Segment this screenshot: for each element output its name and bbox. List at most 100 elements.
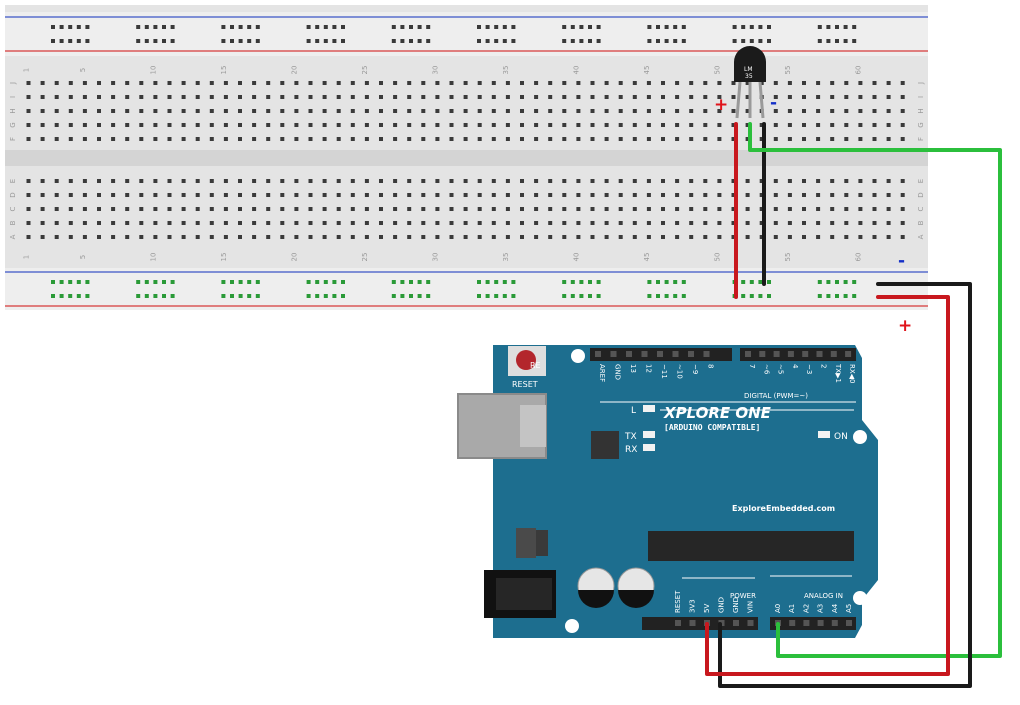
breadboard-hole — [830, 193, 835, 197]
bottom-power-rail — [5, 268, 928, 310]
breadboard-hole — [590, 95, 595, 99]
breadboard-hole — [97, 221, 101, 225]
breadboard-hole — [97, 81, 101, 85]
analog-pin-label: A1 — [788, 604, 796, 613]
breadboard-hole — [675, 207, 680, 211]
breadboard-hole — [477, 95, 482, 99]
breadboard-hole — [167, 109, 172, 113]
rail-hole — [741, 280, 746, 284]
breadboard-hole — [68, 95, 73, 99]
rail-hole — [741, 25, 746, 29]
breadboard-hole — [350, 123, 355, 127]
breadboard-hole — [167, 207, 172, 211]
breadboard-hole — [491, 81, 496, 85]
breadboard-hole — [393, 123, 398, 127]
breadboard-hole — [534, 235, 539, 239]
breadboard-hole — [491, 221, 496, 225]
breadboard-hole — [816, 207, 821, 211]
breadboard-hole — [491, 137, 496, 141]
column-number: 35 — [502, 66, 510, 75]
breadboard-hole — [548, 95, 553, 99]
rail-hole — [315, 25, 320, 29]
breadboard-hole — [379, 81, 383, 85]
rail-hole — [570, 280, 575, 284]
breadboard-hole — [773, 193, 778, 197]
breadboard-hole — [153, 137, 158, 141]
breadboard-hole — [646, 123, 651, 127]
breadboard-hole — [759, 207, 764, 211]
row-letter: B — [917, 220, 925, 225]
breadboard-hole — [379, 193, 383, 197]
breadboard-hole — [632, 137, 637, 141]
breadboard-hole — [675, 235, 680, 239]
breadboard-hole — [858, 207, 863, 211]
breadboard-hole — [209, 221, 214, 225]
rail-hole — [315, 294, 320, 298]
rail-hole — [85, 294, 90, 298]
mounting-hole — [571, 349, 585, 363]
breadboard-hole — [675, 109, 680, 113]
rail-hole — [681, 39, 686, 43]
power-pin-label: VIN — [747, 601, 755, 613]
rail-hole — [562, 25, 567, 29]
rail-hole — [673, 280, 678, 284]
breadboard-hole — [407, 95, 412, 99]
breadboard-hole — [82, 235, 87, 239]
rail-hole — [485, 280, 490, 284]
breadboard-hole — [54, 207, 59, 211]
rail-minus-marker: - — [898, 251, 905, 271]
rail-hole — [647, 39, 652, 43]
breadboard-hole — [266, 95, 271, 99]
breadboard-hole — [787, 109, 792, 113]
rail-hole — [579, 294, 584, 298]
column-number: 10 — [149, 66, 157, 75]
power-pin-hole — [689, 620, 696, 626]
breadboard-hole — [26, 123, 31, 127]
breadboard-hole — [223, 193, 228, 197]
power-pin-label: RESET — [674, 590, 682, 613]
breadboard-hole — [787, 95, 792, 99]
breadboard-hole — [82, 137, 87, 141]
row-letter: I — [917, 96, 925, 98]
breadboard-hole — [576, 193, 581, 197]
breadboard-hole — [816, 179, 821, 183]
rail-hole — [238, 25, 243, 29]
rail-hole — [323, 25, 328, 29]
breadboard-hole — [703, 221, 708, 225]
breadboard-hole — [167, 179, 172, 183]
rail-hole — [332, 25, 337, 29]
breadboard-hole — [872, 137, 877, 141]
rail-hole — [477, 25, 481, 29]
column-number: 40 — [572, 66, 580, 75]
rail-hole — [247, 280, 252, 284]
breadboard-hole — [548, 123, 553, 127]
breadboard-hole — [266, 207, 271, 211]
breadboard-hole — [26, 193, 31, 197]
breadboard-hole — [82, 221, 87, 225]
breadboard-hole — [661, 193, 665, 197]
breadboard-hole — [632, 179, 637, 183]
breadboard-hole — [590, 123, 595, 127]
breadboard-hole — [576, 81, 581, 85]
breadboard-hole — [858, 123, 863, 127]
rail-hole — [144, 39, 149, 43]
breadboard-hole — [139, 137, 144, 141]
reset-button[interactable] — [516, 350, 536, 370]
reset-label: RESET — [512, 380, 538, 389]
breadboard-hole — [308, 137, 313, 141]
breadboard-hole — [520, 221, 524, 225]
breadboard-hole — [886, 193, 891, 197]
rail-hole — [391, 39, 396, 43]
breadboard-hole — [449, 137, 454, 141]
breadboard-hole — [632, 235, 637, 239]
breadboard-hole — [491, 123, 496, 127]
breadboard-hole — [421, 221, 426, 225]
wire-rail-gnd — [718, 282, 972, 688]
breadboard-hole — [731, 207, 736, 211]
column-number: 15 — [220, 66, 228, 75]
breadboard-hole — [54, 221, 59, 225]
rail-hole — [767, 39, 771, 43]
breadboard-hole — [618, 221, 623, 225]
breadboard-hole — [618, 109, 623, 113]
rail-hole — [494, 294, 499, 298]
